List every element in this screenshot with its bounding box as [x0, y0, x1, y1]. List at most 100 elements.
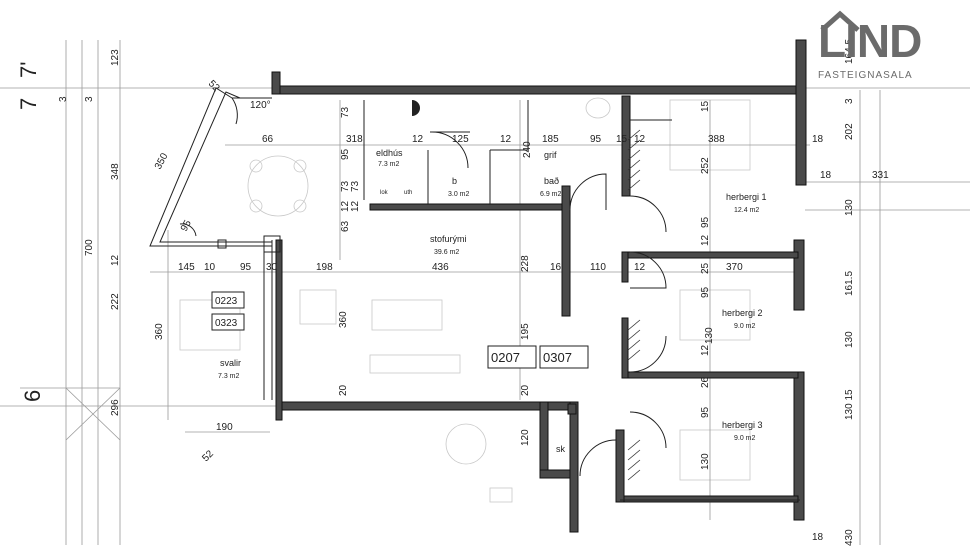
dimension: 145	[178, 262, 195, 273]
dimension: 185	[542, 134, 559, 145]
dimension: 190	[216, 422, 233, 433]
dimension: 123	[110, 49, 121, 66]
dimension: 12	[350, 200, 361, 212]
unit-number: 0323	[215, 318, 238, 329]
dimension: 700	[84, 239, 95, 256]
dimension-inner-columns: 73 95 12 73 63 12 73 240 228 360 195 20 …	[338, 106, 533, 446]
dimension: 360	[338, 311, 349, 328]
lower-wall-right	[569, 401, 579, 533]
sink	[585, 97, 611, 119]
dimension: 12	[700, 344, 711, 356]
dimension: 3	[58, 96, 69, 102]
dimension-row-2: 145 10 95 30 198 436 16 110 12 370	[178, 262, 743, 273]
dimension: 20	[520, 384, 531, 396]
dimension: 95	[700, 406, 711, 418]
room-area-svalir: 7.3 m2	[218, 373, 240, 380]
dimension: 240	[522, 141, 533, 158]
right-wall-lower	[793, 371, 805, 521]
unit-number: 0223	[215, 296, 238, 307]
room-name-svalir: svalir	[220, 358, 241, 368]
right-wall-upper	[795, 39, 807, 186]
room-name-sk: sk	[556, 444, 566, 454]
door-arc	[569, 173, 607, 211]
dimension: 164.5	[844, 39, 855, 64]
dimension: 198	[316, 262, 333, 273]
dimension: 12	[412, 134, 424, 145]
dimension-right-columns: 15 252 95 12 95 25 12 130 26 95 130 202 …	[700, 39, 855, 546]
room-area-b: 3.0 m2	[448, 191, 470, 198]
dimension: 125	[452, 134, 469, 145]
logo-wordmark: LIND	[818, 15, 922, 67]
unit-number: 0307	[543, 350, 572, 365]
dimension: 12	[700, 234, 711, 246]
door-arc	[231, 97, 238, 125]
door-arc	[579, 439, 617, 477]
grid-lines	[0, 40, 970, 545]
top-wall-stub	[271, 71, 281, 95]
tv-bench	[369, 354, 461, 374]
bedroom-wall-1b	[621, 251, 629, 283]
dimension: 73	[340, 106, 351, 118]
dimension: 228	[520, 255, 531, 272]
living-bottom-wall	[275, 401, 573, 411]
dimension: 12	[634, 134, 646, 145]
chair	[249, 199, 263, 213]
door-arc	[629, 195, 667, 233]
dimension: 296	[110, 399, 121, 416]
door-arc	[629, 335, 667, 373]
dimension: 18	[820, 170, 832, 181]
room-area-bad: 6.9 m2	[540, 191, 562, 198]
dimension: 370	[726, 262, 743, 273]
chair	[249, 159, 263, 173]
right-wall-mid	[793, 239, 805, 311]
logo-subtitle: FASTEIGNASALA	[818, 70, 913, 81]
sofa	[371, 299, 443, 331]
room-area-stofa: 39.6 m2	[434, 249, 459, 256]
unit-box-0207: 0207	[487, 345, 537, 369]
axis-label-7-prime: 7'	[16, 62, 41, 78]
room-name-b: b	[452, 176, 457, 186]
dimension: 52	[200, 448, 216, 464]
room-name-herb2: herbergi 2	[722, 308, 763, 318]
dimension: 130 15	[844, 389, 855, 420]
dimension: 130	[704, 327, 715, 344]
room-area-eldhus: 7.3 m2	[378, 161, 400, 168]
room-area-herb1: 12.4 m2	[734, 207, 759, 214]
top-wall	[273, 85, 807, 95]
door-half-circle	[412, 100, 420, 116]
dimension: 430	[844, 529, 855, 546]
structure-lines	[149, 87, 800, 501]
dimension: 130	[700, 453, 711, 470]
dimension: 12	[340, 200, 351, 212]
dimension: 73	[340, 180, 351, 192]
door-arc	[629, 411, 667, 449]
dimension: 348	[110, 163, 121, 180]
dimension: 30	[266, 262, 278, 273]
dimension: 63	[340, 220, 351, 232]
chair	[293, 199, 307, 213]
dimension: 10	[204, 262, 216, 273]
room-name-eldhus: eldhús	[376, 148, 403, 158]
dimension: 52	[206, 78, 222, 94]
room-area-herb3: 9.0 m2	[734, 435, 756, 442]
axis-label-6: 6	[20, 390, 45, 402]
lower-wall-vert	[539, 401, 549, 479]
unit-box-0323: 0323	[211, 313, 245, 331]
lower-cabinet	[489, 487, 513, 503]
dimension: 202	[844, 123, 855, 140]
room-area-herb2: 9.0 m2	[734, 323, 756, 330]
unit-box-0307: 0307	[539, 345, 589, 369]
kitchen-partition	[369, 203, 569, 211]
dimension: 66	[262, 134, 274, 145]
axis-label-7: 7	[16, 98, 41, 110]
dimension: 16	[550, 262, 562, 273]
dimension: 15	[700, 100, 711, 112]
angle-label: 120°	[250, 100, 271, 111]
dimension: 18	[812, 134, 824, 145]
pillar	[567, 403, 577, 415]
dimension: 15	[616, 134, 628, 145]
dimension-row-1: 66 318 12 125 12 185 95 15 12 388 18	[262, 134, 824, 145]
hatching	[627, 129, 641, 481]
kitchen-label-uth: uth	[404, 190, 412, 196]
chair	[293, 159, 307, 173]
